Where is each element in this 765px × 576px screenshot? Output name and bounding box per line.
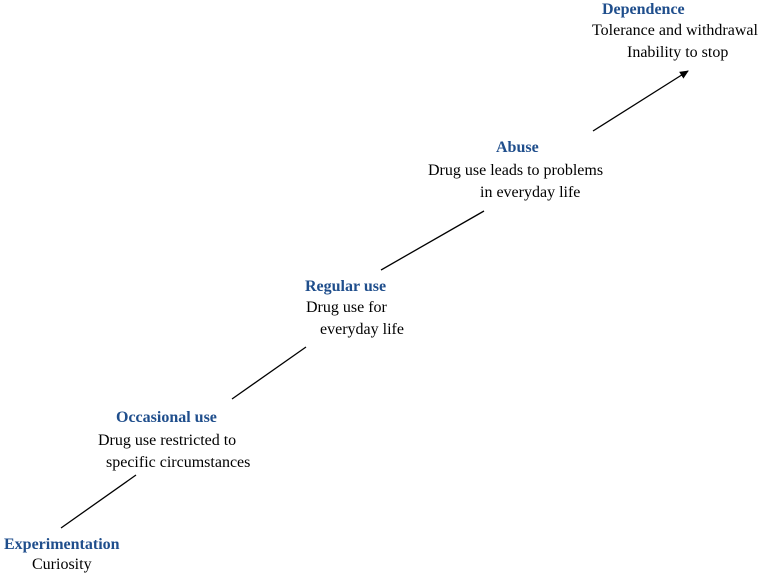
stage-description-line: Drug use restricted to [98,432,237,449]
connector-experimentation-to-occasional [60,474,137,529]
stage-description-abuse: Drug use leads to problems in everyday l… [428,160,603,204]
stage-description-line: Curiosity [32,556,92,573]
stage-title-occasional-use: Occasional use [116,409,217,426]
stage-description-line: Drug use for [306,299,387,316]
stage-description-line: Drug use leads to problems [428,162,604,179]
stage-description-line: specific circumstances [106,454,251,471]
connector-occasional-to-regular [231,346,307,400]
stage-description-regular-use: Drug use for everyday life [306,297,404,341]
stage-title-regular-use: Regular use [305,278,387,295]
stage-description-line: Inability to stop [627,44,729,61]
connector-regular-to-abuse [380,210,485,271]
stage-title-experimentation: Experimentation [4,536,120,553]
stage-description-line: in everyday life [480,184,581,201]
stage-description-dependence: Tolerance and withdrawal Inability to st… [592,20,758,64]
stage-description-line: everyday life [320,321,404,338]
stage-description-occasional-use: Drug use restricted to specific circumst… [98,430,250,474]
stage-description-line: Tolerance and withdrawal [592,22,758,39]
connector-abuse-to-dependence-arrow [592,70,689,132]
stage-title-abuse: Abuse [496,139,539,156]
stage-title-dependence: Dependence [602,1,685,18]
stage-description-experimentation: Curiosity [32,554,92,576]
